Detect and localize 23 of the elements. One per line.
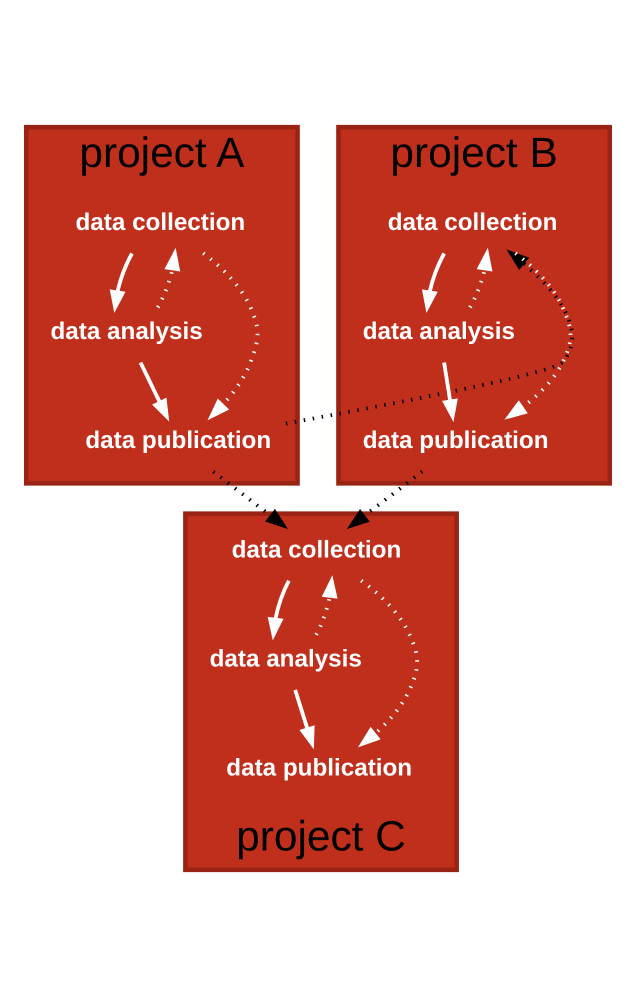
- node-text: data collection: [76, 208, 246, 236]
- arrow: [268, 579, 291, 640]
- arrow: [346, 470, 424, 529]
- node-text: data analysis: [210, 644, 362, 672]
- arrow: [314, 574, 338, 636]
- arrow: [138, 361, 170, 422]
- node-text: data collection: [232, 536, 402, 563]
- arrow: [442, 362, 458, 422]
- arrow: [202, 251, 260, 420]
- arrow: [156, 247, 180, 308]
- node-text: data analysis: [50, 318, 203, 345]
- node-text: data publication: [362, 426, 549, 454]
- node-text: data publication: [85, 426, 272, 454]
- arrow: [422, 252, 446, 313]
- arrow: [212, 470, 288, 529]
- node-text: data publication: [226, 754, 412, 782]
- node-text: data analysis: [362, 318, 515, 345]
- node-text: data collection: [388, 208, 558, 236]
- arrow: [293, 688, 315, 749]
- arrow: [110, 252, 134, 313]
- arrow: [504, 251, 572, 420]
- arrow: [358, 578, 420, 747]
- arrow: [468, 247, 492, 308]
